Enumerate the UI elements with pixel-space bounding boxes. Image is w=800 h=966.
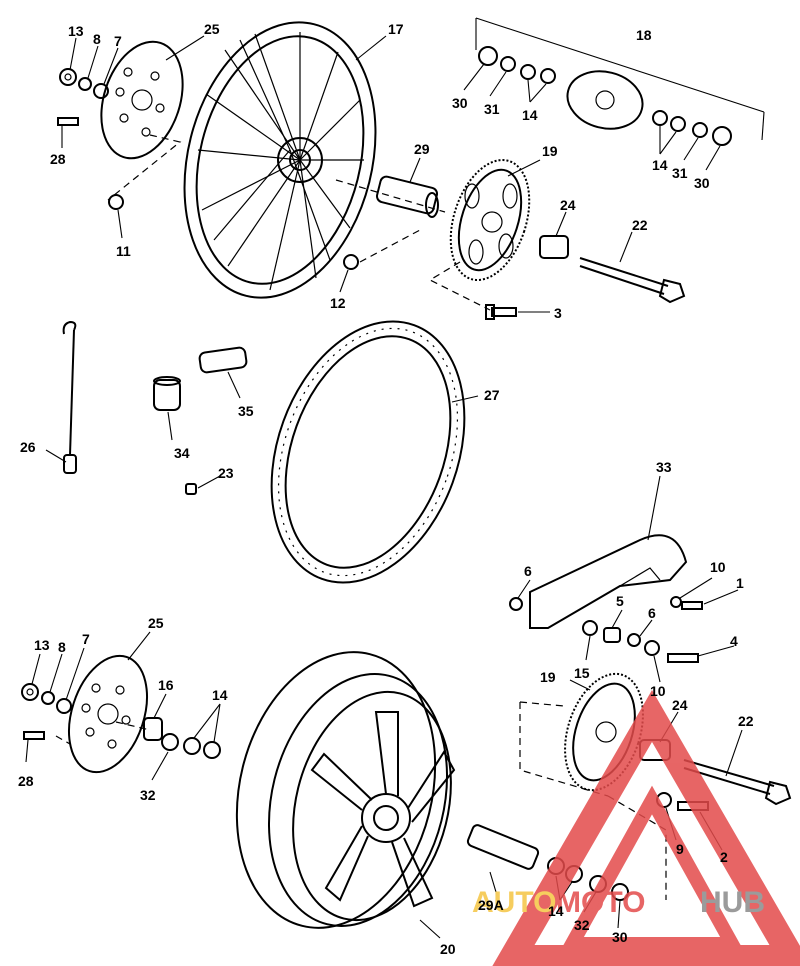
- label-25: 25: [148, 615, 164, 631]
- label-28: 28: [18, 773, 34, 789]
- label-4: 4: [730, 633, 738, 649]
- chain-guard-33: [529, 534, 688, 629]
- label-35: 35: [238, 403, 254, 419]
- label-30: 30: [452, 95, 468, 111]
- label-7: 7: [82, 631, 90, 647]
- label-30: 30: [612, 929, 628, 945]
- label-6: 6: [524, 563, 532, 579]
- label-13: 13: [34, 637, 50, 653]
- label-24: 24: [560, 197, 576, 213]
- label-19: 19: [540, 669, 556, 685]
- label-23: 23: [218, 465, 234, 481]
- automotohub-watermark: AUTO MOTO HUB: [472, 690, 800, 966]
- small-hardware-bottom-left: [21, 683, 221, 759]
- label-30: 30: [694, 175, 710, 191]
- label-3: 3: [554, 305, 562, 321]
- label-33: 33: [656, 459, 672, 475]
- small-hardware-top-left: [57, 68, 359, 270]
- label-28: 28: [50, 151, 66, 167]
- callout-labels: 13 8 7 25 17 18 28 11 12 29 19 24 22 3 3…: [18, 21, 754, 957]
- leader-lines-top: [61, 35, 721, 313]
- cast-wheel-20: [235, 651, 456, 929]
- label-19: 19: [542, 143, 558, 159]
- watermark-auto: AUTO: [472, 886, 556, 919]
- label-25: 25: [204, 21, 220, 37]
- label-22: 22: [632, 217, 648, 233]
- label-10: 10: [650, 683, 666, 699]
- label-17: 17: [388, 21, 404, 37]
- part-23: [185, 483, 197, 495]
- bolt-3: [485, 304, 517, 320]
- label-10: 10: [710, 559, 726, 575]
- label-29: 29: [414, 141, 430, 157]
- label-2: 2: [720, 849, 728, 865]
- spacer-24-top: [539, 235, 569, 259]
- label-22: 22: [738, 713, 754, 729]
- label-32: 32: [140, 787, 156, 803]
- label-27: 27: [484, 387, 500, 403]
- label-20: 20: [440, 941, 456, 957]
- sprocket-25-top: [100, 40, 184, 160]
- sprocket-25-bottom: [68, 654, 148, 774]
- hub-assembly-18: [475, 17, 765, 146]
- watermark-inner-triangle: [560, 785, 744, 951]
- label-12: 12: [330, 295, 346, 311]
- label-26: 26: [20, 439, 36, 455]
- watermark-hub: HUB: [700, 886, 765, 919]
- label-15: 15: [574, 665, 590, 681]
- spoke-26: [62, 320, 77, 474]
- watermark-triangle: [492, 690, 800, 966]
- spoked-wheel-17: [183, 21, 377, 299]
- label-14: 14: [212, 687, 228, 703]
- spokes: [197, 32, 364, 291]
- label-6: 6: [648, 605, 656, 621]
- label-13: 13: [68, 23, 84, 39]
- label-34: 34: [174, 445, 190, 461]
- label-24: 24: [672, 697, 688, 713]
- label-8: 8: [93, 31, 101, 47]
- axle-22-top: [579, 257, 686, 304]
- part-35: [198, 346, 248, 374]
- axle-spacer-29: [375, 175, 439, 218]
- label-1: 1: [736, 575, 744, 591]
- sprocket-19-top: [449, 158, 531, 282]
- label-31: 31: [484, 101, 500, 117]
- label-16: 16: [158, 677, 174, 693]
- part-34: [153, 376, 181, 411]
- axle-spacer-29A: [466, 824, 540, 870]
- label-32: 32: [574, 917, 590, 933]
- leader-lines-middle: [45, 371, 479, 489]
- label-8: 8: [58, 639, 66, 655]
- label-5: 5: [616, 593, 624, 609]
- label-18: 18: [636, 27, 652, 43]
- label-7: 7: [114, 33, 122, 49]
- watermark-moto: MOTO: [556, 886, 645, 919]
- rim-27: [270, 320, 466, 584]
- label-9: 9: [676, 841, 684, 857]
- label-14: 14: [652, 157, 668, 173]
- label-11: 11: [116, 243, 131, 259]
- label-14: 14: [522, 107, 538, 123]
- label-31: 31: [672, 165, 688, 181]
- label-29A: 29A: [478, 897, 504, 913]
- cast-wheel-spokes: [310, 711, 456, 908]
- label-14: 14: [548, 903, 564, 919]
